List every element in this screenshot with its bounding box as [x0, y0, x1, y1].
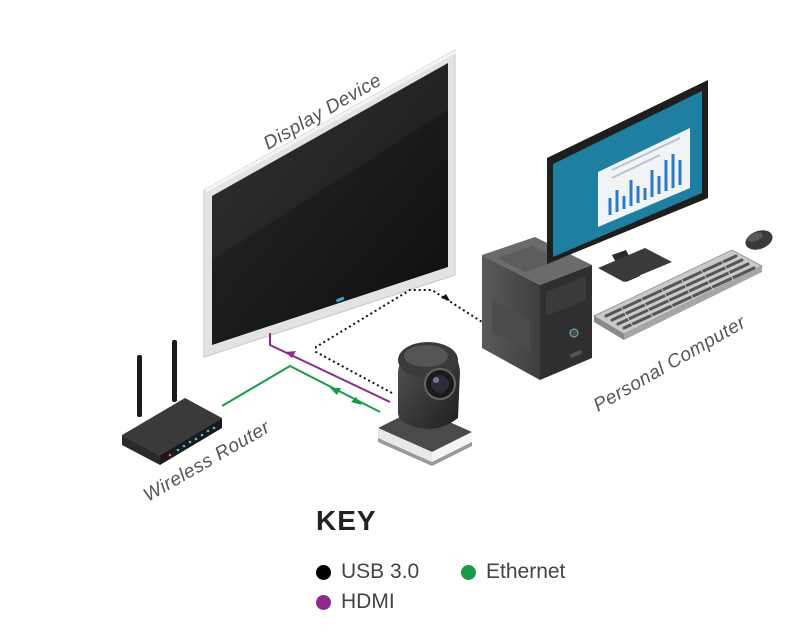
cables: [221, 289, 483, 413]
usb-cable: [315, 289, 483, 394]
display-device-icon: [203, 49, 458, 358]
key-item-hdmi-label: HDMI: [341, 590, 395, 613]
ptz-camera-icon: [378, 342, 472, 466]
hdmi-cable: [269, 333, 391, 403]
keyboard-icon: [592, 249, 764, 340]
usb-color-dot: [316, 564, 331, 580]
hdmi-arrow: [285, 351, 296, 358]
pc-tower-icon: [482, 237, 592, 380]
usb-arrow: [441, 294, 450, 301]
ethernet-arrow-1: [330, 388, 341, 395]
key-item-usb-label: USB 3.0: [341, 560, 420, 583]
ethernet-arrow-2: [351, 397, 362, 405]
wireless-router-icon: [122, 340, 222, 465]
hdmi-color-dot: [316, 594, 331, 610]
key-item-usb: USB 3.0: [316, 560, 419, 584]
key-item-ethernet: Ethernet: [461, 560, 565, 584]
key-title: KEY: [316, 505, 377, 536]
ethernet-cable: [221, 364, 381, 413]
key-item-hdmi: HDMI: [316, 590, 395, 614]
mouse-icon: [745, 230, 773, 250]
monitor-icon: [547, 80, 708, 282]
ethernet-color-dot: [461, 564, 476, 580]
key-item-ethernet-label: Ethernet: [486, 560, 566, 583]
